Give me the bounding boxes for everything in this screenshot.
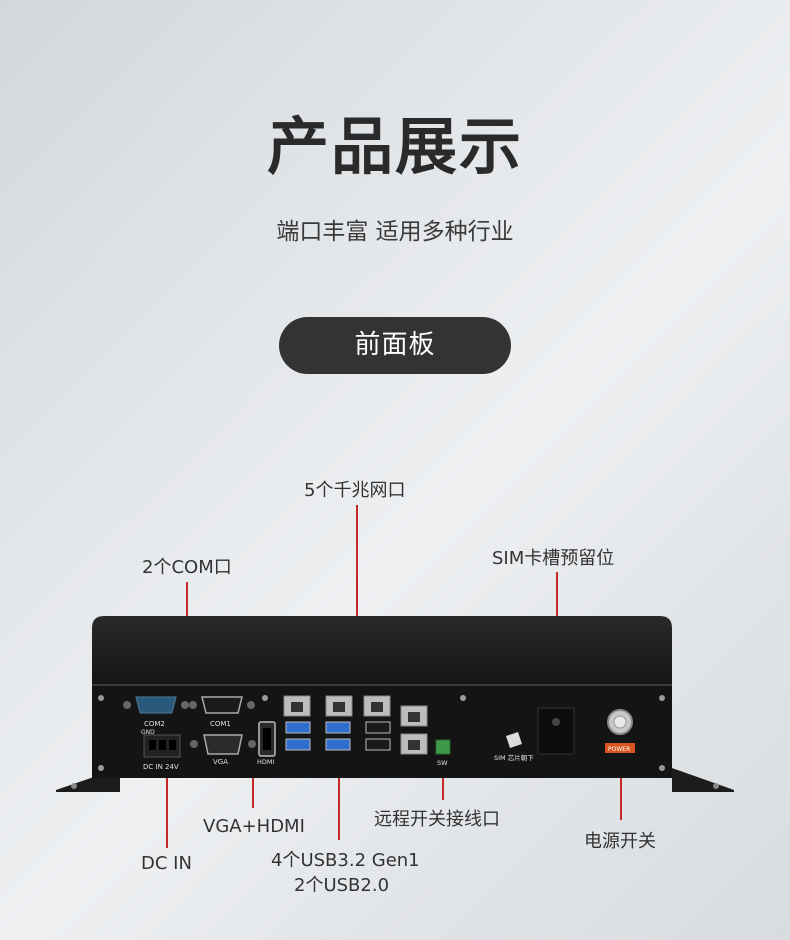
panel-text-power: POWER bbox=[608, 746, 630, 753]
vga-port bbox=[190, 734, 256, 755]
chassis-top-cover bbox=[92, 616, 672, 684]
callout-com-label: 2个COM口 bbox=[142, 557, 232, 578]
com1-port bbox=[189, 696, 255, 714]
panel-screws bbox=[98, 695, 665, 771]
panel-text-hdmi: HDMI bbox=[257, 758, 275, 766]
leader-line-lan bbox=[356, 505, 358, 710]
callout-vga-hdmi-label: VGA+HDMI bbox=[203, 816, 305, 837]
panel-text-sw: SW bbox=[437, 759, 448, 767]
leader-line-dc-in bbox=[166, 748, 168, 848]
callout-sim-label: SIM卡槽预留位 bbox=[492, 548, 615, 569]
remote-switch-terminal bbox=[435, 739, 451, 755]
callout-usb-label-2: 2个USB2.0 bbox=[294, 875, 390, 896]
leader-line-usb bbox=[338, 742, 340, 840]
panel-text-vga: VGA bbox=[213, 758, 228, 766]
page-title: 产品展示 bbox=[266, 110, 523, 183]
sim-card-icon bbox=[506, 732, 522, 748]
front-panel-tab-button[interactable]: 前面板 bbox=[279, 317, 511, 374]
callout-lan-label: 5个千兆网口 bbox=[304, 480, 406, 501]
com2-port bbox=[123, 696, 189, 714]
usb3-ports bbox=[285, 721, 351, 751]
mounting-foot-right bbox=[672, 768, 734, 792]
usb2-ports bbox=[365, 721, 391, 751]
callout-remote-switch-label: 远程开关接线口 bbox=[374, 809, 500, 830]
panel-text-com1: COM1 bbox=[210, 720, 231, 728]
leader-line-power bbox=[620, 742, 622, 820]
sim-slot-cover bbox=[537, 707, 575, 755]
panel-text-gnd: GND bbox=[141, 729, 155, 736]
panel-text-dc: DC IN 24V bbox=[143, 763, 179, 771]
hdmi-port bbox=[258, 721, 276, 757]
page-subtitle: 端口丰富 适用多种行业 bbox=[276, 219, 514, 245]
callout-power-label: 电源开关 bbox=[584, 831, 656, 852]
panel-text-com2: COM2 bbox=[144, 720, 165, 728]
dc-in-terminal bbox=[143, 734, 181, 758]
callout-dc-in-label: DC IN bbox=[141, 853, 192, 874]
panel-text-sim: SIM 芯片朝下 bbox=[494, 753, 534, 762]
industrial-pc-front-panel: COM2 COM1 GND DC IN 24V VGA HDMI SW SIM … bbox=[56, 616, 734, 792]
callout-usb-label-1: 4个USB3.2 Gen1 bbox=[271, 850, 420, 871]
power-button bbox=[605, 709, 635, 753]
